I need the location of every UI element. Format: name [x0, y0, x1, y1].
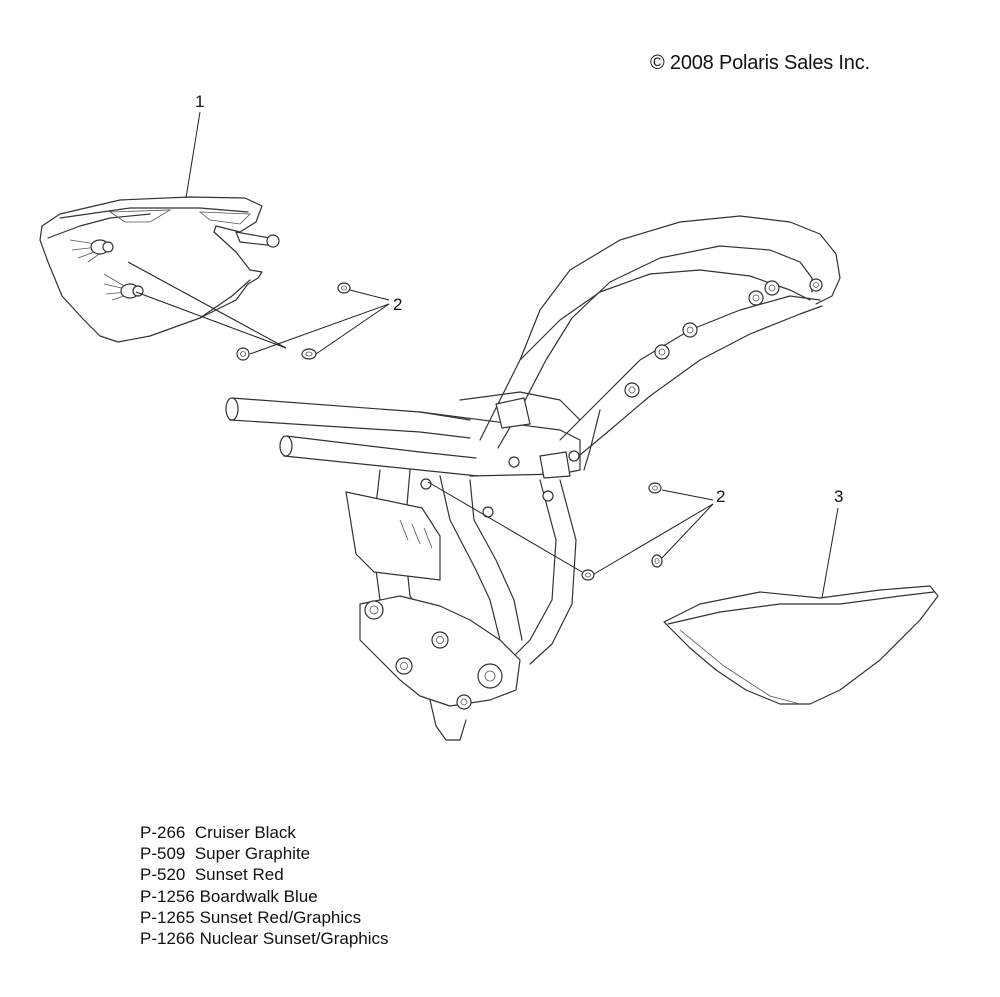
paint-code-item: P-1256 Boardwalk Blue [140, 886, 389, 907]
paint-code: P-1265 [140, 907, 195, 927]
paint-name: Boardwalk Blue [199, 886, 318, 906]
paint-code: P-1256 [140, 886, 195, 906]
side-cover-left [39, 196, 280, 343]
cover-grommet-lower [103, 273, 144, 301]
paint-code-item: P-520 Sunset Red [140, 864, 389, 885]
callout-1: 1 [195, 92, 205, 111]
motorcycle-frame [225, 215, 841, 741]
paint-code: P-509 [140, 844, 186, 864]
paint-code: P-520 [140, 865, 186, 885]
paint-code-item: P-1266 Nuclear Sunset/Graphics [140, 928, 389, 949]
cover-pin-right [235, 231, 280, 248]
paint-name: Nuclear Sunset/Graphics [199, 929, 389, 949]
paint-name: Sunset Red [194, 865, 284, 885]
callout-2-upper: 2 [393, 295, 403, 314]
paint-code-list: P-266 Cruiser Black P-509 Super Graphite… [140, 822, 389, 949]
paint-code-item: P-266 Cruiser Black [140, 822, 389, 843]
paint-name: Super Graphite [194, 844, 311, 864]
leader-lines [127, 111, 839, 599]
paint-code-item: P-1265 Sunset Red/Graphics [140, 907, 389, 928]
callout-2-lower: 2 [716, 487, 726, 506]
grommets-lower [581, 482, 663, 581]
callout-3: 3 [834, 487, 844, 506]
side-cover-right [663, 585, 939, 705]
paint-code-item: P-509 Super Graphite [140, 843, 389, 864]
cover-grommet-upper [69, 239, 114, 263]
paint-code: P-266 [140, 823, 186, 842]
grommets-upper [236, 282, 351, 361]
paint-code: P-1266 [140, 929, 195, 949]
copyright-notice: © 2008 Polaris Sales Inc. [650, 52, 870, 74]
paint-name: Sunset Red/Graphics [199, 907, 362, 927]
paint-name: Cruiser Black [194, 823, 296, 842]
